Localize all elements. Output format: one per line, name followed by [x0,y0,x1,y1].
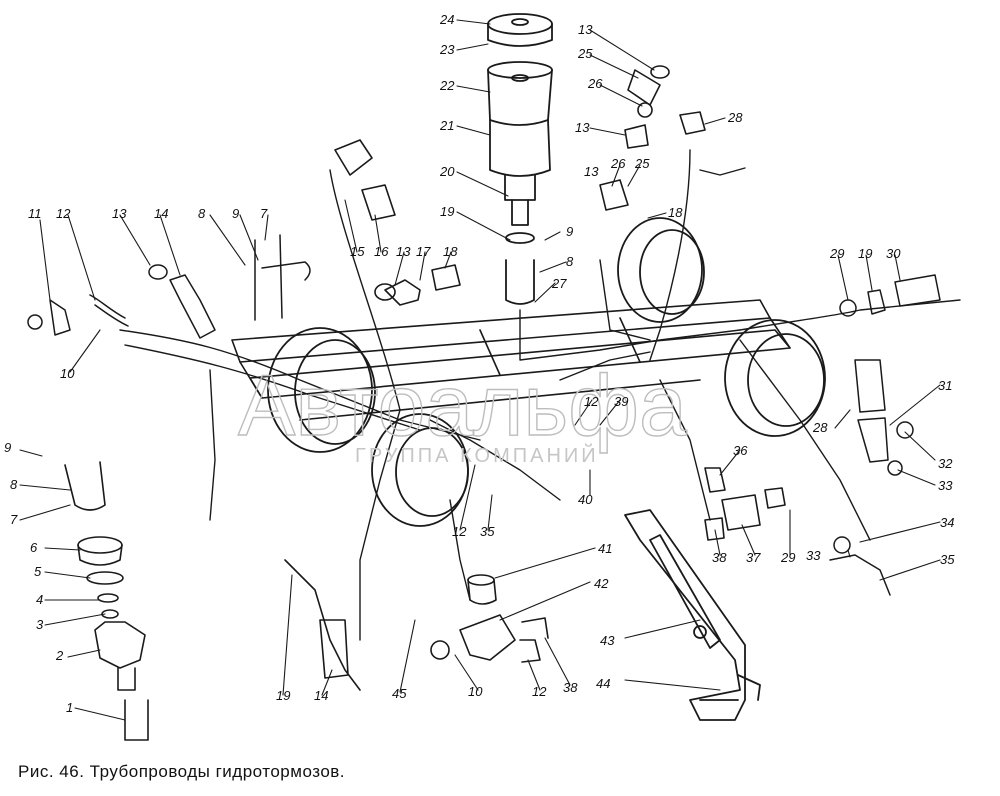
callouts: 24 23 22 21 20 19 27 8 9 13 25 26 13 28 … [4,12,955,715]
callout-22: 22 [439,78,455,93]
callout-9: 9 [4,440,11,455]
callout-7: 7 [10,512,18,527]
callout-8: 8 [566,254,574,269]
callout-30: 30 [886,246,901,261]
callout-12: 12 [452,524,467,539]
callout-7: 7 [260,206,268,221]
brake-pipes [119,149,961,641]
wheel-drums [267,217,826,527]
callout-16: 16 [374,244,389,259]
callout-8: 8 [198,206,206,221]
callout-1: 1 [66,700,73,715]
upper-fittings [334,65,706,306]
callout-38: 38 [563,680,578,695]
callout-12: 12 [584,394,599,409]
tee-fitting [704,467,786,541]
callout-18: 18 [668,205,683,220]
leader-lines [19,19,941,721]
callout-19: 19 [858,246,872,261]
callout-32: 32 [938,456,953,471]
master-cylinder-assembly [487,13,553,305]
callout-18: 18 [443,244,458,259]
callout-27: 27 [551,276,567,291]
callout-2: 2 [55,648,64,663]
callout-36: 36 [733,443,748,458]
callout-33: 33 [806,548,821,563]
callout-9: 9 [566,224,573,239]
right-fittings [829,274,941,596]
lower-center-fittings [284,559,549,691]
callout-11: 11 [28,206,42,221]
wheel-cylinder-fitting [64,461,149,741]
callout-13: 13 [396,244,411,259]
callout-19: 19 [440,204,454,219]
callout-24: 24 [439,12,454,27]
callout-25: 25 [634,156,650,171]
callout-10: 10 [60,366,75,381]
callout-20: 20 [439,164,455,179]
callout-33: 33 [938,478,953,493]
mounting-bracket [624,509,761,721]
callout-39: 39 [614,394,628,409]
callout-35: 35 [940,552,955,567]
callout-28: 28 [727,110,743,125]
callout-28: 28 [812,420,828,435]
callout-8: 8 [10,477,18,492]
callout-13: 13 [578,22,593,37]
watermark: Автоальфа ГРУППА КОМПАНИЙ [237,357,687,467]
callout-42: 42 [594,576,609,591]
callout-35: 35 [480,524,495,539]
callout-5: 5 [34,564,42,579]
callout-15: 15 [350,244,365,259]
left-fittings [27,234,311,339]
callout-34: 34 [940,515,954,530]
callout-17: 17 [416,244,431,259]
callout-14: 14 [154,206,168,221]
callout-26: 26 [610,156,626,171]
callout-13: 13 [112,206,127,221]
callout-45: 45 [392,686,407,701]
callout-10: 10 [468,684,483,699]
callout-23: 23 [439,42,455,57]
callout-9: 9 [232,206,239,221]
callout-29: 29 [780,550,795,565]
callout-41: 41 [598,541,612,556]
callout-12: 12 [532,684,547,699]
callout-13: 13 [584,164,599,179]
callout-14: 14 [314,688,328,703]
figure-caption: Рис. 46. Трубопроводы гидротормозов. [18,762,346,781]
callout-37: 37 [746,550,761,565]
callout-13: 13 [575,120,590,135]
watermark-name: Автоальфа [238,358,687,454]
watermark-subtitle: ГРУППА КОМПАНИЙ [355,443,599,467]
callout-38: 38 [712,550,727,565]
callout-19: 19 [276,688,290,703]
callout-40: 40 [578,492,593,507]
callout-44: 44 [596,676,610,691]
callout-29: 29 [829,246,844,261]
callout-12: 12 [56,206,71,221]
callout-3: 3 [36,617,44,632]
callout-31: 31 [938,378,952,393]
callout-26: 26 [587,76,603,91]
callout-25: 25 [577,46,593,61]
callout-6: 6 [30,540,38,555]
callout-43: 43 [600,633,615,648]
callout-21: 21 [439,118,454,133]
callout-4: 4 [36,592,43,607]
